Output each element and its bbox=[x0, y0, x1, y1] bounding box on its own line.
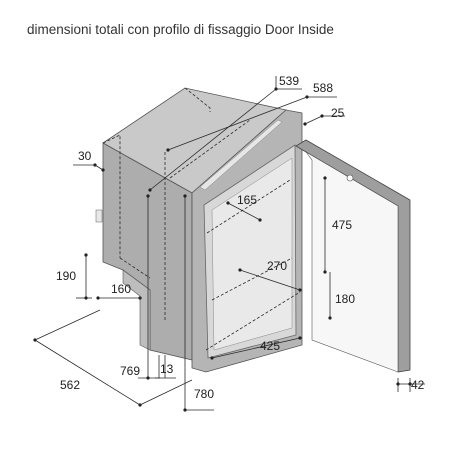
dim-475: 475 bbox=[332, 218, 352, 232]
light-strip bbox=[199, 119, 283, 191]
dim-270: 270 bbox=[267, 259, 287, 273]
dim-769: 769 bbox=[120, 364, 140, 378]
dim-425: 425 bbox=[260, 339, 280, 353]
dim-539: 539 bbox=[279, 74, 299, 88]
dim-30: 30 bbox=[78, 149, 92, 163]
diagram-caption: dimensioni totali con profilo di fissagg… bbox=[27, 22, 334, 37]
side-knob bbox=[95, 209, 103, 223]
compressor-step bbox=[122, 269, 151, 351]
dim-13: 13 bbox=[160, 362, 174, 376]
dim-780: 780 bbox=[194, 387, 214, 401]
cabinet-body bbox=[95, 87, 303, 373]
dim-165: 165 bbox=[237, 193, 257, 207]
dimension-labels: 539 588 25 30 165 475 270 190 160 180 42… bbox=[56, 74, 425, 401]
compartment-interior bbox=[211, 157, 293, 351]
open-door bbox=[295, 139, 411, 373]
dim-190: 190 bbox=[56, 269, 76, 283]
dim-588: 588 bbox=[313, 81, 333, 95]
door-latch bbox=[346, 174, 354, 182]
dim-42: 42 bbox=[411, 378, 425, 392]
dim-160: 160 bbox=[111, 282, 131, 296]
dim-180: 180 bbox=[335, 292, 355, 306]
dim-25: 25 bbox=[331, 106, 345, 120]
hidden-edges bbox=[102, 87, 301, 351]
dim-562: 562 bbox=[60, 378, 80, 392]
dimension-lines bbox=[33, 76, 425, 412]
